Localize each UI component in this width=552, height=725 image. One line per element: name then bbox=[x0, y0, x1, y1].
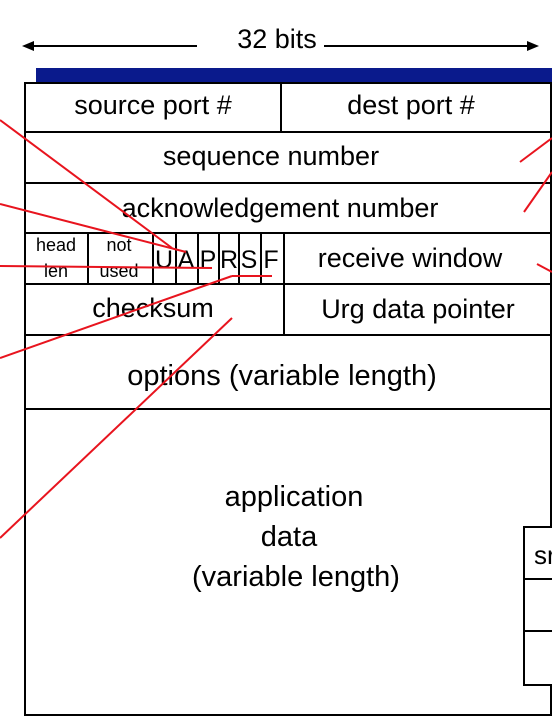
half-divider bbox=[283, 232, 285, 335]
application-data-line3: (variable length) bbox=[192, 561, 400, 593]
annotation-line bbox=[0, 265, 213, 269]
side-table-divider bbox=[523, 578, 552, 580]
annotation-line bbox=[0, 203, 187, 253]
annotation-line bbox=[519, 137, 552, 163]
notused-divider bbox=[152, 232, 154, 284]
head-len-label-line1: head bbox=[35, 235, 77, 255]
flag-divider bbox=[175, 232, 177, 284]
sequence-number-label: sequence number bbox=[162, 141, 380, 171]
tcp-segment-box bbox=[24, 82, 552, 716]
options-label: options (variable length) bbox=[127, 360, 437, 392]
row-divider bbox=[24, 334, 552, 336]
annotation-line bbox=[0, 119, 173, 249]
flag-divider bbox=[218, 232, 220, 284]
flag-ack: A bbox=[177, 246, 195, 274]
port-divider bbox=[280, 82, 282, 132]
flag-syn: S bbox=[240, 246, 258, 274]
source-port-label: source port # bbox=[74, 90, 232, 120]
annotation-line bbox=[536, 263, 552, 273]
side-table bbox=[523, 526, 552, 686]
row-divider bbox=[24, 182, 552, 184]
headlen-divider bbox=[87, 232, 89, 284]
flag-divider bbox=[238, 232, 240, 284]
checksum-label: checksum bbox=[92, 293, 214, 323]
row-divider bbox=[24, 131, 552, 133]
row-divider bbox=[24, 232, 552, 234]
urg-pointer-label: Urg data pointer bbox=[321, 294, 515, 324]
row-divider bbox=[24, 408, 552, 410]
ack-number-label: acknowledgement number bbox=[121, 193, 439, 223]
annotation-line bbox=[523, 171, 552, 213]
flag-rst: R bbox=[219, 246, 239, 274]
row-divider bbox=[24, 283, 552, 285]
not-used-label-line1: not bbox=[106, 235, 132, 255]
flag-psh: P bbox=[199, 246, 217, 274]
application-data-line1: application bbox=[224, 481, 364, 513]
receive-window-label: receive window bbox=[317, 243, 503, 273]
annotation-line bbox=[0, 317, 233, 539]
flag-fin: F bbox=[263, 246, 279, 274]
side-table-label: sr bbox=[534, 540, 552, 570]
width-arrows-icon bbox=[22, 41, 539, 51]
application-data-line2: data bbox=[260, 521, 318, 553]
annotation-line bbox=[0, 275, 233, 359]
dest-port-label: dest port # bbox=[347, 90, 475, 120]
side-table-divider bbox=[523, 630, 552, 632]
flag-urg: U bbox=[154, 246, 174, 274]
flag-divider bbox=[197, 232, 199, 284]
width-indicator bbox=[0, 20, 552, 60]
flag-divider bbox=[260, 232, 262, 284]
width-label: 32 bits bbox=[237, 24, 317, 54]
